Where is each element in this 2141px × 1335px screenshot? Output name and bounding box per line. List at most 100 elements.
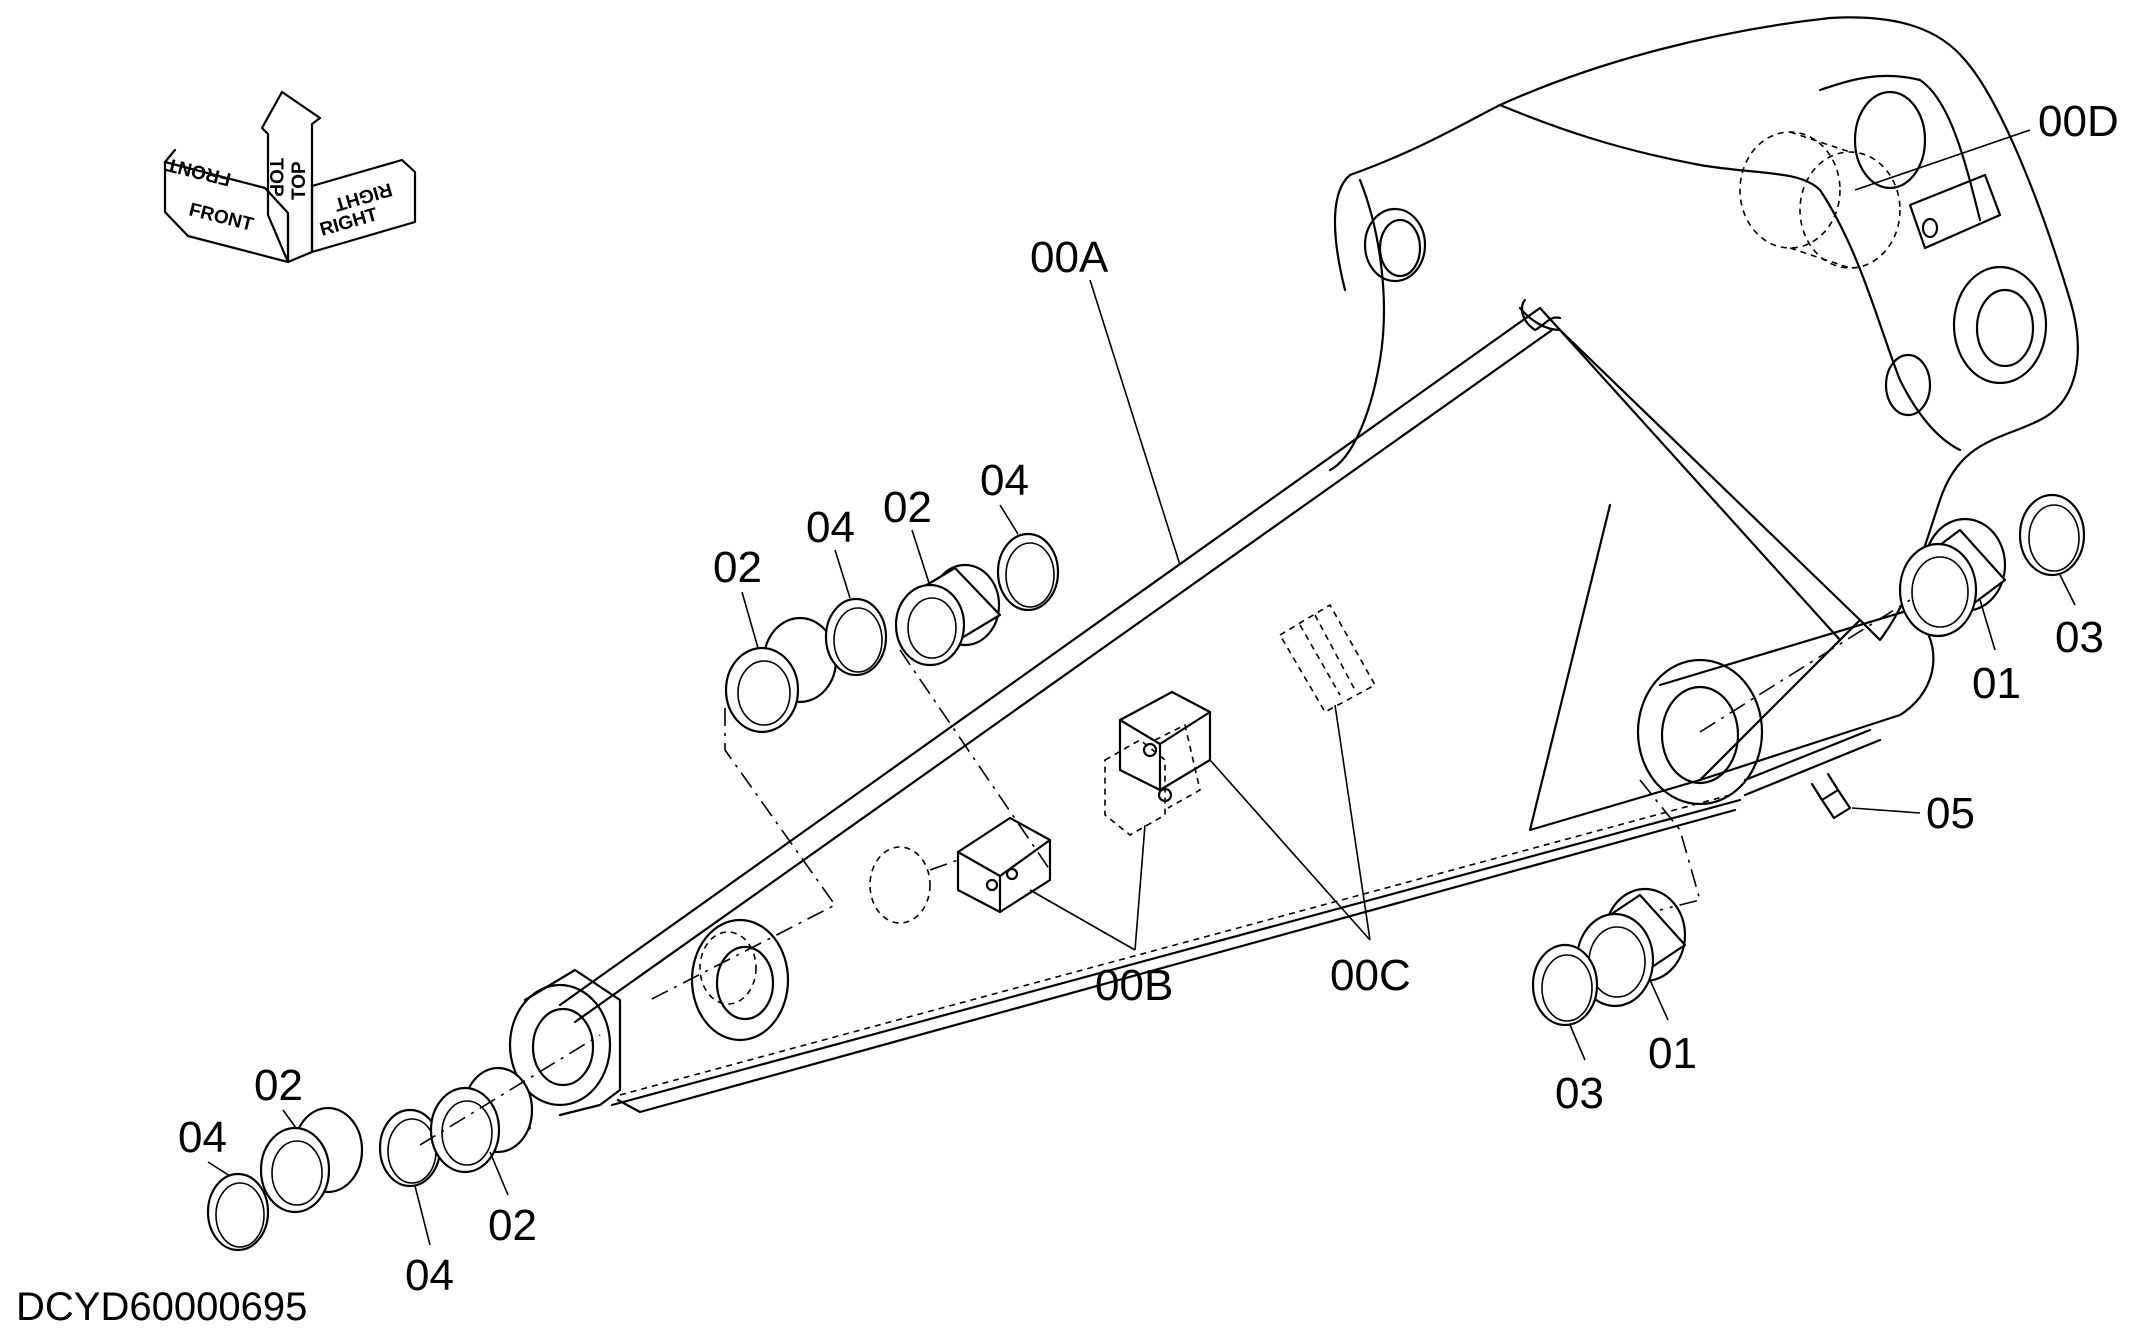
pad-block-00c-hidden-lines xyxy=(1299,614,1356,696)
leader-01-lower xyxy=(1649,979,1669,1021)
bushing-02-upper-mid-bore xyxy=(907,597,957,659)
bushing-02-upper-left-part xyxy=(724,616,838,734)
bushing-02-lower-right-bore xyxy=(441,1100,493,1166)
grease-fitting-body xyxy=(1820,788,1852,820)
shim-04-upper-left-inner xyxy=(833,607,883,673)
callout-00c: 00C xyxy=(1330,951,1411,1000)
bushing-02-upper-mid-part xyxy=(894,563,1002,667)
pivot-boss-inner xyxy=(1660,685,1740,785)
callout-02-upper-mid: 02 xyxy=(883,483,932,532)
top-arrow-face xyxy=(260,90,322,264)
axis-line-right xyxy=(1699,599,1911,733)
pad-block-mid-2-hole xyxy=(1157,787,1173,803)
pivot-boss-outer xyxy=(1636,658,1764,806)
head-side-plate xyxy=(1908,173,2002,250)
callout-04-lower-mid: 04 xyxy=(405,1251,454,1300)
callout-01-lower: 01 xyxy=(1648,1029,1697,1078)
leader-05 xyxy=(1851,807,1921,814)
callout-00b: 00B xyxy=(1095,961,1173,1010)
grease-fitting-05-part xyxy=(1810,772,1852,820)
arm-web-line xyxy=(1518,306,1842,642)
leader-00b-left xyxy=(1029,889,1136,951)
pad-block-00b-hole-1 xyxy=(985,878,999,892)
leader-00a xyxy=(1089,279,1181,566)
nose-boss-outer xyxy=(508,983,612,1107)
shim-04-lower-left-part xyxy=(206,1172,270,1252)
shim-04-lower-left-inner xyxy=(215,1182,265,1248)
callout-02-upper-left: 02 xyxy=(713,543,762,592)
bushing-02-lower-left-bore xyxy=(271,1140,323,1206)
shim-03-right-inner xyxy=(2028,504,2080,572)
leader-02-lower-right xyxy=(489,1151,509,1196)
bushing-00d-hidden-b xyxy=(1799,151,1901,269)
grease-fitting-stem xyxy=(1810,772,1840,802)
head-hole-left xyxy=(1363,207,1427,283)
arm-head-web xyxy=(1498,103,1962,452)
leader-00c-right xyxy=(1334,704,1371,941)
axis-line-upper-left xyxy=(649,708,837,1001)
shim-04-upper-left-part xyxy=(824,597,888,677)
nose-boss-inner xyxy=(531,1007,595,1087)
arm-bottom-edge xyxy=(610,798,1742,1107)
arm-head-outline xyxy=(1333,16,2079,642)
shim-03-lower-part xyxy=(1531,943,1599,1027)
bushing-02-lower-right-part xyxy=(429,1066,534,1174)
bushing-01-right-front xyxy=(1898,542,1978,638)
top-label-mirror: TOP xyxy=(289,161,310,200)
loose-parts xyxy=(206,493,2086,1252)
leader-lines xyxy=(207,129,2076,1246)
orientation-indicator: FRONT FRONT TOP TOP RIGHT RIGHT xyxy=(163,90,417,264)
nose-boss-body xyxy=(523,968,622,1117)
callout-03-lower: 03 xyxy=(1555,1069,1604,1118)
front-label: FRONT xyxy=(187,199,256,235)
bushing-02-upper-left-bore xyxy=(737,660,791,726)
front-arrow-head xyxy=(163,148,290,264)
top-label: TOP xyxy=(265,158,286,197)
leader-00b-right xyxy=(1134,824,1146,951)
callout-05: 05 xyxy=(1926,789,1975,838)
callout-03-right: 03 xyxy=(2055,613,2104,662)
arm-web-cap xyxy=(1520,298,1562,332)
drawing-code: DCYD60000695 xyxy=(16,1285,307,1329)
arm-bottom-plate xyxy=(616,808,1737,1114)
head-pivot-inner xyxy=(1975,288,2035,368)
bushing-02-lower-left-front xyxy=(259,1126,331,1214)
bushing-02-lower-left-part xyxy=(259,1106,364,1214)
callout-04-lower-left: 04 xyxy=(178,1113,227,1162)
callout-04-upper-right: 04 xyxy=(980,456,1029,505)
leader-04-upper-left xyxy=(834,549,851,599)
shim-04-upper-left-outer xyxy=(824,597,888,677)
mid-boss-hidden xyxy=(699,931,757,1005)
head-hole-lower xyxy=(1884,353,1932,417)
pad-block-mid-1-hole xyxy=(1142,742,1158,758)
callout-02-lower-right: 02 xyxy=(488,1201,537,1250)
callout-00a: 00A xyxy=(1030,233,1109,282)
callout-00d: 00D xyxy=(2038,97,2119,146)
arm-web-triangle xyxy=(1528,306,1862,832)
shim-04-lower-left-outer xyxy=(206,1172,270,1252)
axis-line-upper-mid xyxy=(899,649,1051,871)
axis-line-lower-right xyxy=(1639,779,1701,911)
head-hole-side xyxy=(1853,90,1927,190)
leader-02-upper-left xyxy=(741,591,759,649)
bushing-02-upper-mid-front xyxy=(894,583,966,667)
callout-labels: 00A 00D 00B 00C 02 04 02 04 04 02 04 02 … xyxy=(178,97,2119,1300)
pad-block-00b xyxy=(956,816,1052,914)
callout-01-right: 01 xyxy=(1972,659,2021,708)
arm-head-inner xyxy=(1328,178,1386,472)
arm-body xyxy=(508,16,2079,1117)
bushing-00d-hidden-a xyxy=(1739,131,1841,249)
leader-00c-left xyxy=(1209,759,1371,941)
head-hole-left-inner xyxy=(1378,218,1422,278)
shim-04-upper-right-inner xyxy=(1005,542,1055,608)
pad-block-00c-hidden xyxy=(1278,603,1377,714)
pad-block-mid-2b xyxy=(1154,723,1201,809)
hidden-round-pad xyxy=(869,846,931,924)
bushing-01-right-bore xyxy=(1911,556,1969,628)
pivot-boss-bar xyxy=(1743,728,1882,797)
leader-00d xyxy=(1854,129,2031,191)
leader-02-upper-mid xyxy=(911,529,931,587)
bushing-02-lower-right-front xyxy=(429,1086,501,1174)
arm-top-edge-2 xyxy=(573,328,1554,1024)
